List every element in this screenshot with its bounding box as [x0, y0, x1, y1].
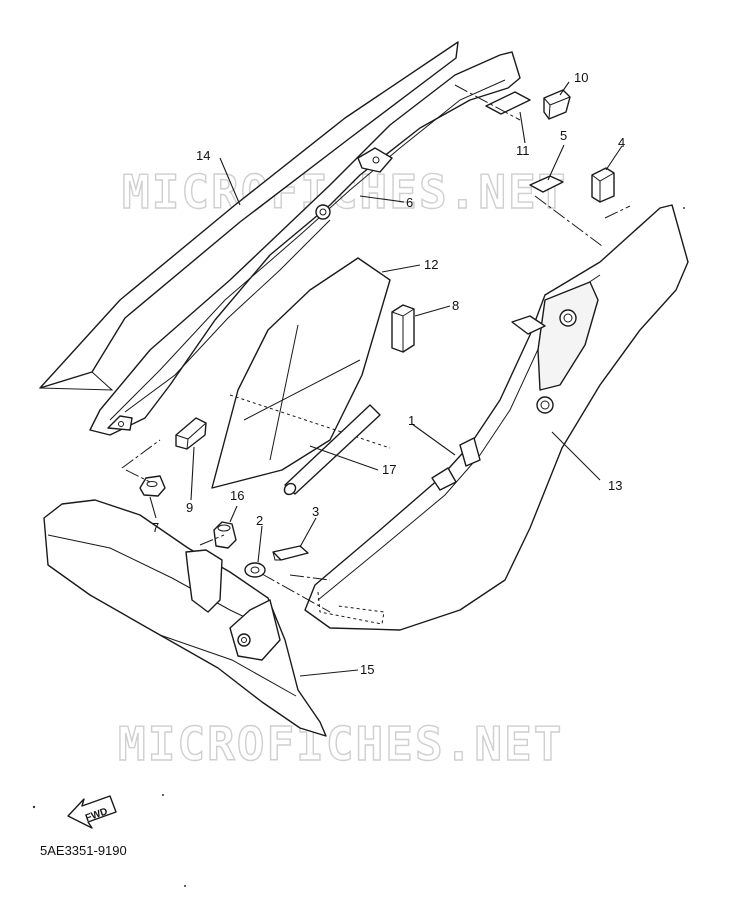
part-6-left-side-cover: [89, 51, 521, 436]
callout-5: 5: [560, 128, 567, 143]
callout-9: 9: [186, 500, 193, 515]
assembly-line-4: [604, 205, 631, 219]
callout-14: 14: [196, 148, 210, 163]
callout-15: 15: [360, 662, 374, 677]
callout-17: 17: [382, 462, 396, 477]
part-13-right-side-cover: [304, 204, 689, 631]
callout-13: 13: [608, 478, 622, 493]
part-10-damper: [543, 89, 571, 120]
fwd-arrow-icon: FWD: [67, 795, 117, 829]
part-2-washer: [244, 562, 266, 578]
part-9-damper: [175, 417, 207, 450]
part-8-damper-block: [391, 304, 415, 353]
part-17-tube: [283, 404, 381, 496]
callout-10: 10: [574, 70, 588, 85]
callout-6: 6: [406, 195, 413, 210]
drawing-code: 5AE3351-9190: [40, 843, 127, 858]
part-14-side-trim: [39, 41, 459, 391]
part-3-pad: [272, 545, 309, 561]
assembly-line-10-11: [454, 84, 521, 121]
callout-4: 4: [618, 135, 625, 150]
assembly-line-3: [289, 574, 331, 581]
part-15-lower-cover: [43, 499, 327, 737]
assembly-line-16: [199, 534, 225, 546]
part-16-grommet: [213, 521, 237, 549]
assembly-line-7: [121, 439, 161, 469]
watermark-bottom: MICROFICHES.NET: [118, 717, 563, 771]
callout-7: 7: [152, 520, 159, 535]
assembly-line-2: [261, 573, 331, 613]
callout-11: 11: [516, 143, 530, 158]
part-12-inner-sheet: [211, 257, 391, 489]
callout-16: 16: [230, 488, 244, 503]
callout-2: 2: [256, 513, 263, 528]
part-7-grommet: [139, 475, 166, 497]
part-4-damper: [591, 167, 615, 203]
callout-8: 8: [452, 298, 459, 313]
assembly-line-7b: [125, 469, 151, 483]
assembly-line-5: [534, 195, 603, 247]
leader-lines: [149, 81, 623, 677]
callout-12: 12: [424, 257, 438, 272]
callout-1: 1: [408, 413, 415, 428]
callout-3: 3: [312, 504, 319, 519]
part-11-pad: [485, 91, 531, 115]
part-5-pad: [529, 175, 564, 193]
